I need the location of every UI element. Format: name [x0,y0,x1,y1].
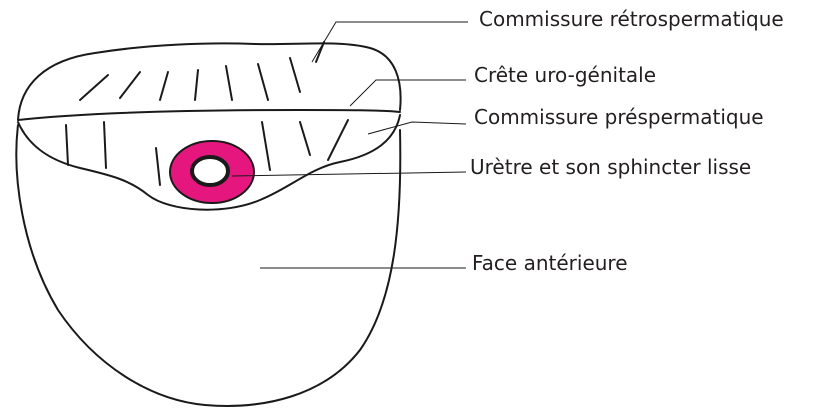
leader-line-uretre [232,172,466,176]
label-crete-uro-genitale: Crête uro-génitale [474,64,656,86]
hatch [226,66,232,100]
hatch [262,122,270,170]
label-commissure-prespermatique: Commissure préspermatique [474,106,764,128]
retrospermatic-commissure-outline [18,43,401,120]
urogenital-crest-line [18,110,400,120]
label-face-anterieure: Face antérieure [472,252,628,274]
hatch [66,125,68,165]
hatch [195,70,198,100]
label-commissure-retrospermatique: Commissure rétrospermatique [479,8,784,30]
hatch [104,122,106,168]
leader-line-crete [350,80,466,106]
hatch [328,120,348,160]
hatch [316,42,324,62]
label-uretre-sphincter: Urètre et son sphincter lisse [470,156,751,178]
hatch [290,58,300,92]
leader-line-pre [368,122,466,134]
hatch [120,72,140,98]
hatch [156,148,160,185]
leader-line-retro [312,22,468,62]
hatch [300,122,310,155]
hatch [160,72,168,100]
hatch [258,64,268,100]
urethra-lumen-ring [192,157,228,185]
hatch [80,75,108,100]
